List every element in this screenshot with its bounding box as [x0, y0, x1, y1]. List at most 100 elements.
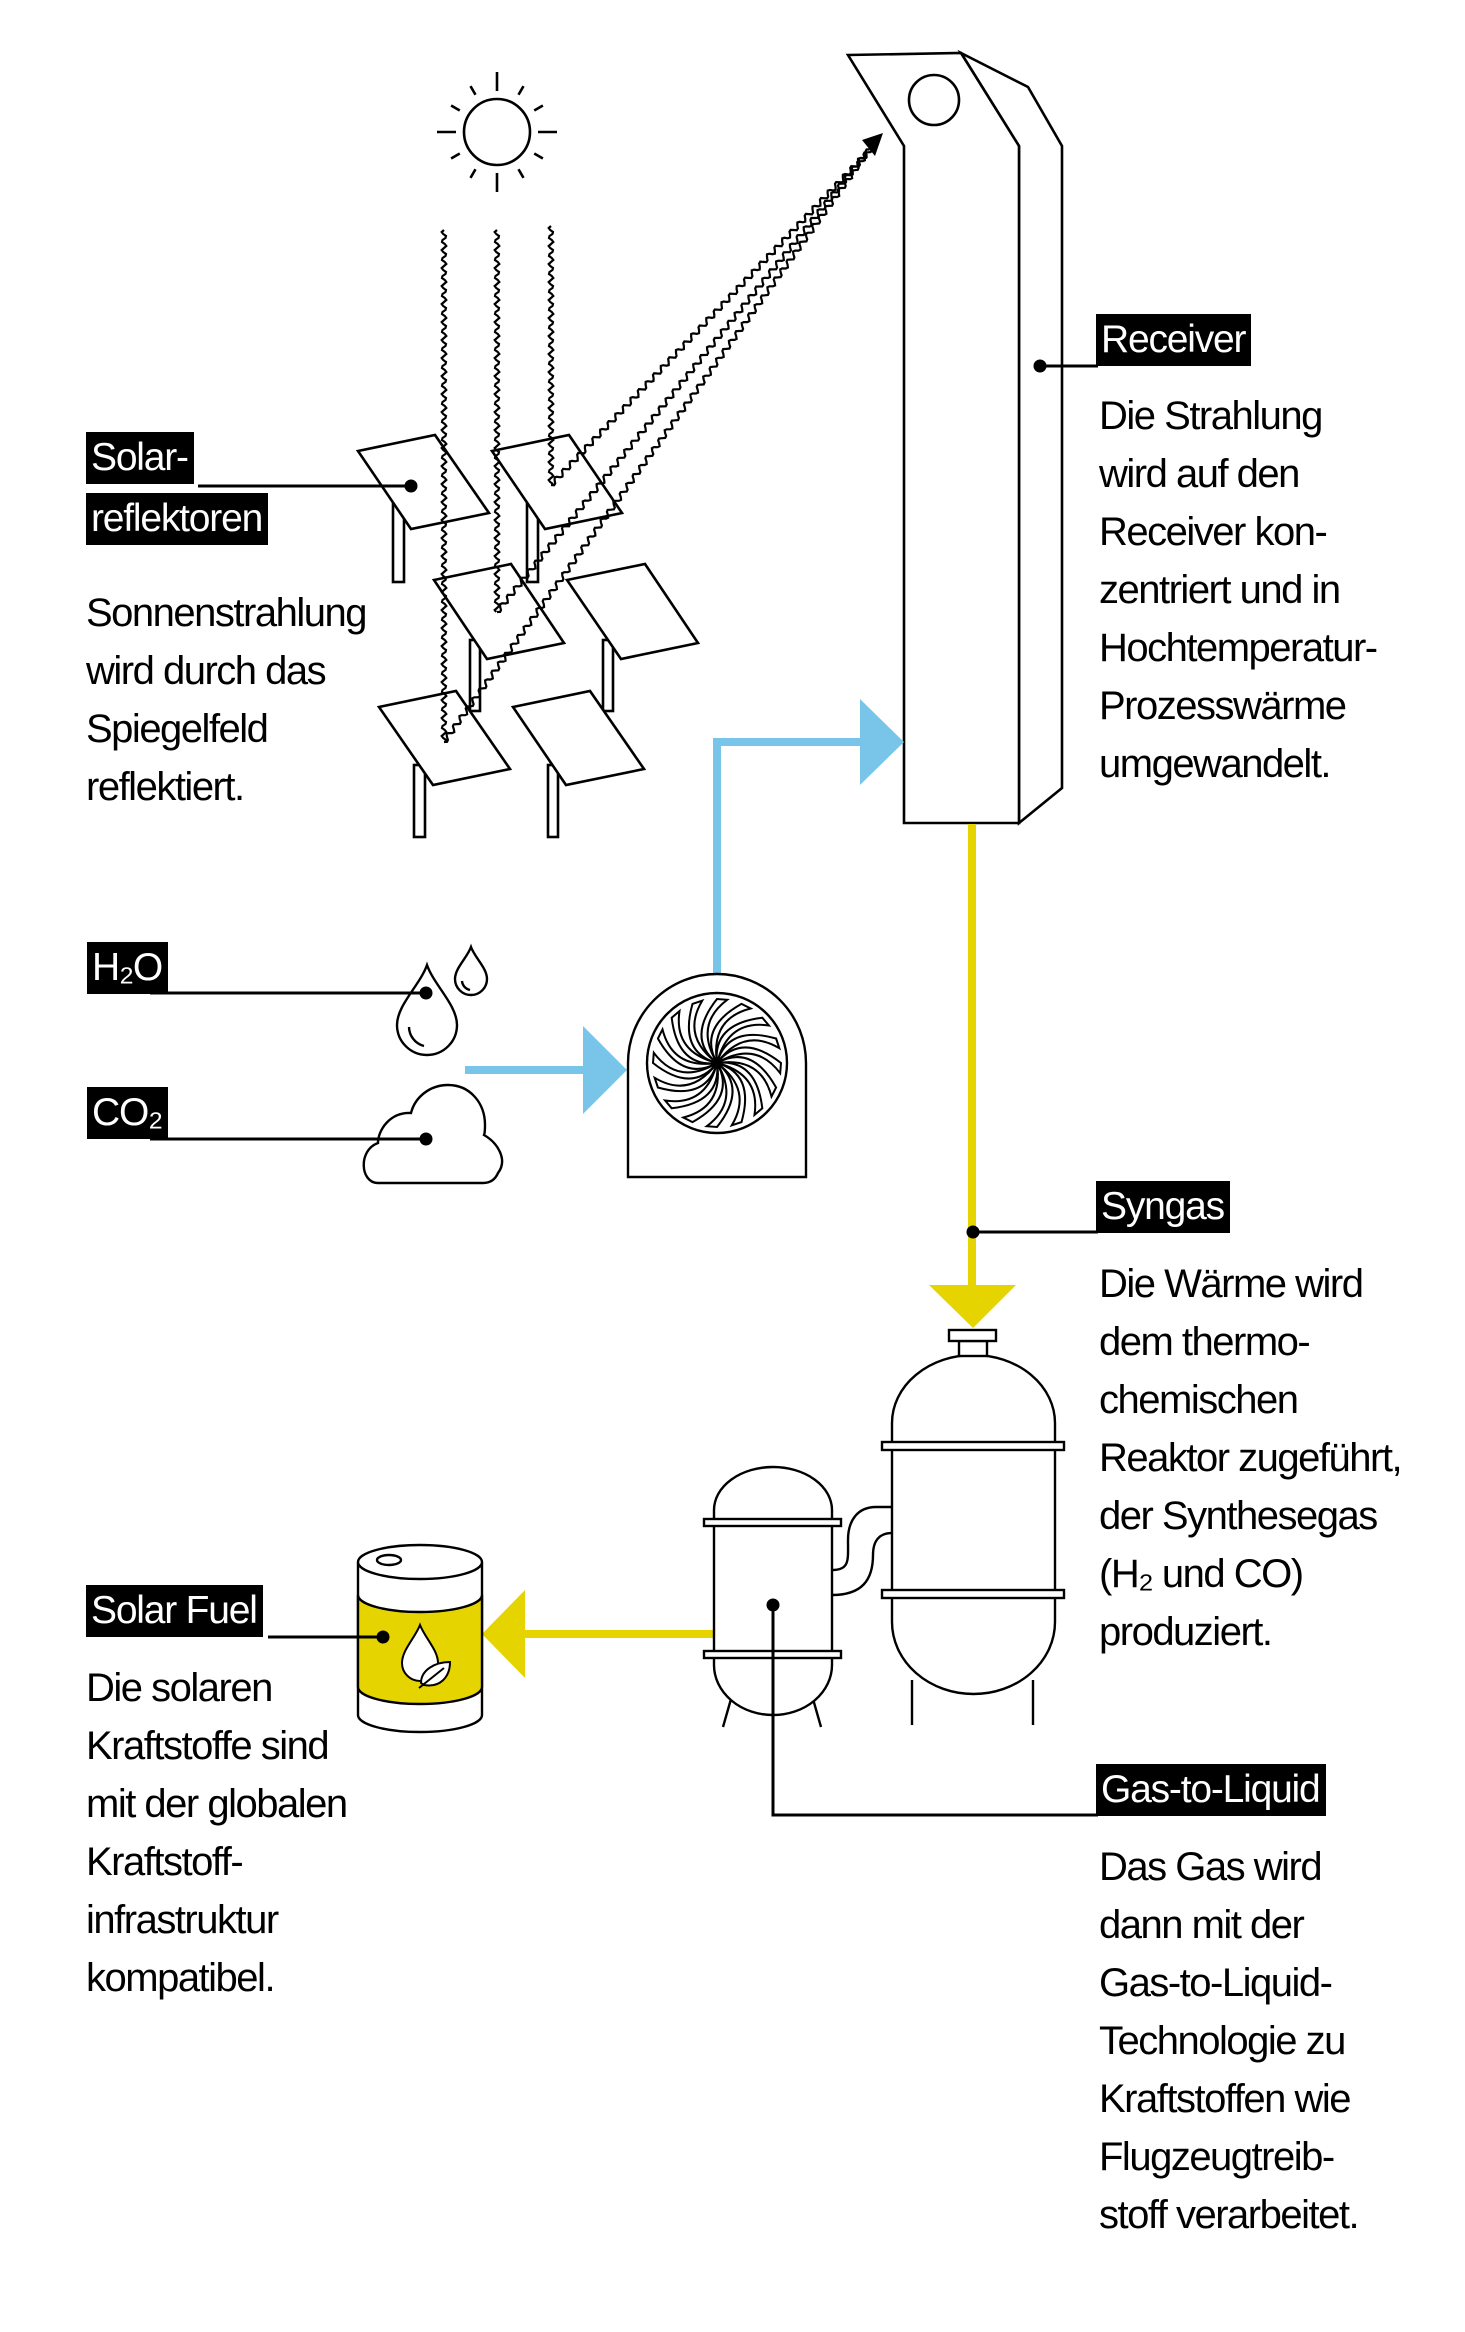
solar-fuel-dot [376, 1630, 390, 1644]
reflected-sun-ray [550, 151, 867, 487]
gtl-leg [721, 1698, 733, 1728]
fan-blade [716, 1061, 764, 1118]
solar-reflector-icon [564, 562, 701, 661]
fuel-barrel-icon [356, 1543, 484, 1734]
fan-blade [656, 1026, 718, 1070]
reflected-sun-ray [496, 148, 870, 614]
solar-reflector-field [355, 433, 701, 839]
sun-ray [533, 104, 544, 112]
solar-reflector-icon [510, 689, 647, 787]
barrel-top [356, 1543, 484, 1581]
co2-dot [419, 1132, 433, 1146]
reactor-nozzle-neck [957, 1339, 989, 1358]
sun-ray [469, 168, 477, 179]
solar-reflectors-label-line2: reflektoren [86, 493, 269, 545]
solar-reflectors-label-line1: Solar- [86, 432, 194, 484]
solar-fuel-description: Die solaren Kraftstoffe sind mit der glo… [86, 1666, 348, 2000]
gtl-leg [811, 1698, 823, 1728]
solar-fuel-label: Solar Fuel [86, 1585, 263, 1637]
fan-blade [715, 1016, 772, 1064]
fan-blade [716, 1033, 782, 1064]
gas-to-liquid-label: Gas-to-Liquid [1096, 1764, 1326, 1816]
co2-label: CO₂ [87, 1087, 169, 1139]
reactor-body [890, 1353, 1057, 1696]
turbine-fan-icon [626, 972, 808, 1179]
solar-reflectors-dot [404, 479, 418, 493]
sun-ray [517, 168, 525, 179]
fan-blade [716, 1062, 747, 1128]
leaf-stem [418, 1667, 445, 1689]
fuel-flow-arrowhead [482, 1590, 525, 1678]
sun-icon [437, 72, 557, 192]
fan-blade [716, 1046, 783, 1076]
heat-flow-arrowhead [929, 1285, 1016, 1328]
reactor-band [880, 1440, 1066, 1452]
syngas-description: Die Wärme wird dem thermo- chemischen Re… [1099, 1262, 1403, 1654]
reactor-band [880, 1588, 1066, 1600]
fan-blade [710, 1002, 754, 1064]
fan-blades [651, 997, 783, 1129]
fan-blade [670, 1008, 718, 1065]
gas-to-liquid-description: Das Gas wird dann mit der Gas-to-Liquid-… [1099, 1845, 1360, 2237]
gas-feed-flow-line [713, 738, 862, 976]
sun-ray [450, 104, 461, 112]
fan-blade [687, 998, 718, 1064]
ray-arrowhead-icon [862, 133, 883, 156]
pipe-lower [831, 1531, 893, 1597]
reflected-sun-ray [443, 146, 873, 744]
fan-blade [700, 997, 730, 1064]
incoming-sun-ray [440, 229, 448, 743]
sun-disc [462, 97, 532, 167]
mirror-post [546, 763, 560, 839]
barrel-cap [375, 1553, 403, 1567]
tower-front-face [845, 51, 1021, 825]
gtl-connector [771, 1605, 1098, 1817]
fan-hub [713, 1059, 721, 1067]
sun-rays [440, 146, 873, 744]
receiver-dot [1033, 359, 1047, 373]
sun-ray [450, 152, 461, 160]
receiver-description: Die Strahlung wird auf den Receiver kon-… [1099, 394, 1378, 786]
fuel-drop-icon [400, 1622, 440, 1682]
syngas-label: Syngas [1096, 1181, 1230, 1233]
h2o-dot [419, 986, 433, 1000]
sun-ray [517, 85, 525, 96]
small-drop [453, 943, 489, 997]
mirror-post [601, 638, 615, 713]
incoming-sun-ray [493, 229, 501, 613]
callout-dots [376, 359, 1047, 1644]
callout-connectors [150, 364, 1098, 1817]
water-drops-icon [395, 943, 489, 1057]
fan-blade [680, 1062, 724, 1124]
solar-reflector-icon [355, 433, 492, 531]
thermochemical-reactor-icon [880, 1328, 1066, 1725]
tower-aperture-icon [907, 73, 961, 127]
large-drop [395, 961, 459, 1057]
solar-tower-receiver-icon [845, 49, 1064, 826]
h2o-label: H₂O [87, 942, 169, 994]
gtl-dot [766, 1598, 780, 1612]
co2-cloud-icon [362, 1083, 504, 1185]
sun-ray [469, 85, 477, 96]
fan-blade [652, 1062, 718, 1093]
fan-blade [662, 1062, 719, 1110]
incoming-sun-ray [547, 225, 555, 485]
receiver-label: Receiver [1096, 314, 1252, 366]
sun-ray [533, 152, 544, 160]
reactor-nozzle [947, 1328, 998, 1343]
syngas-dot [966, 1225, 980, 1239]
gtl-band [702, 1517, 843, 1528]
fan-blade [704, 1062, 734, 1129]
small-drop-highlight [460, 980, 471, 992]
fan-blade [716, 1056, 778, 1100]
large-drop-highlight [407, 1026, 425, 1048]
gas-feed-arrowhead [860, 699, 904, 785]
solar-reflectors-description: Sonnenstrahlung wird durch das Spiegelfe… [86, 591, 367, 809]
connecting-pipes [831, 1505, 893, 1597]
feedstock-arrowhead [583, 1026, 627, 1114]
pipe-upper [831, 1505, 892, 1572]
mirror-post [412, 763, 427, 839]
fan-blade [651, 1050, 718, 1080]
solar-reflector-icon [489, 433, 625, 531]
